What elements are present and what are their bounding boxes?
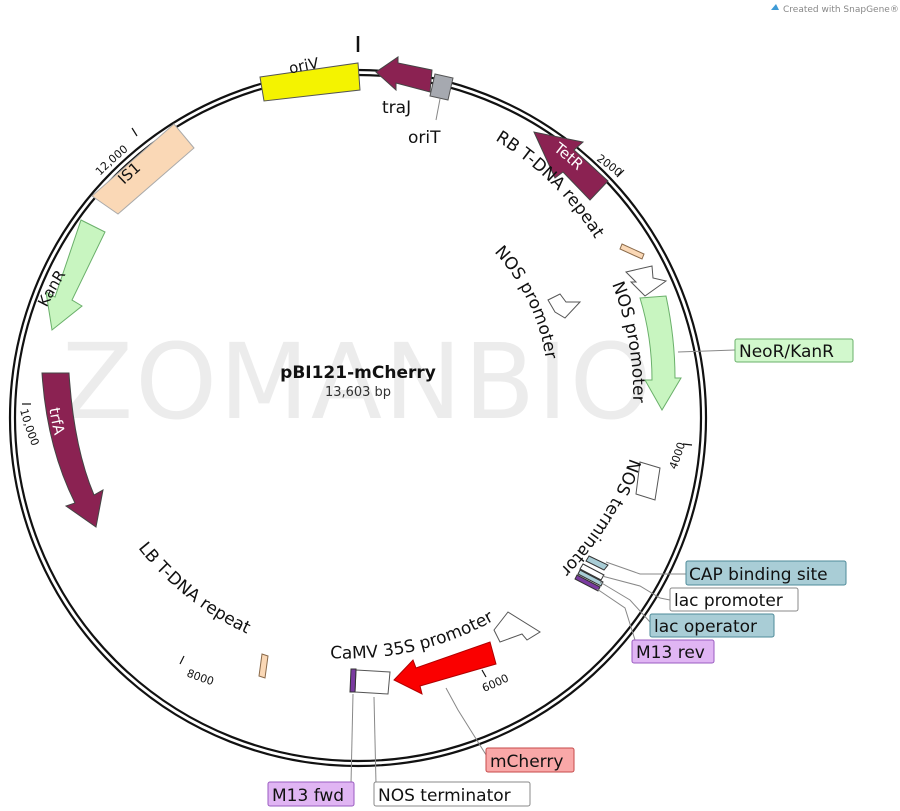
label-lb-repeat: LB T-DNA repeat bbox=[134, 538, 254, 638]
plasmid-size: 13,603 bp bbox=[325, 385, 391, 400]
feature-m13-fwd[interactable] bbox=[349, 668, 357, 693]
svg-text:8000: 8000 bbox=[185, 667, 216, 688]
callout-lac-operator[interactable]: lac operator bbox=[649, 613, 775, 638]
svg-text:trfA: trfA bbox=[45, 406, 68, 437]
feature-nos-terminator-bottom[interactable] bbox=[354, 669, 391, 695]
callout-m13-rev[interactable]: M13 rev bbox=[631, 639, 715, 664]
callout-mcherry[interactable]: mCherry bbox=[485, 747, 575, 773]
callout-lacp-label: lac promoter bbox=[674, 591, 783, 611]
svg-text:10,000: 10,000 bbox=[17, 407, 41, 447]
watermark: ZOMANBIO bbox=[62, 321, 654, 443]
svg-text:4000: 4000 bbox=[667, 441, 688, 472]
label-traj: traJ bbox=[382, 98, 411, 118]
feature-neor[interactable] bbox=[639, 295, 682, 411]
callout-lines bbox=[350, 349, 736, 785]
lac-region[interactable] bbox=[574, 555, 609, 592]
callout-laco-label: lac operator bbox=[654, 617, 757, 637]
callout-m13rev-label: M13 rev bbox=[636, 643, 705, 663]
label-orit: oriT bbox=[408, 128, 441, 148]
svg-text:oriV: oriV bbox=[287, 54, 321, 78]
callout-m13fwd-label: M13 fwd bbox=[272, 786, 344, 806]
feature-is1[interactable]: IS1 bbox=[91, 123, 195, 215]
feature-traj[interactable] bbox=[375, 56, 433, 93]
tick-label-4000: 4000 bbox=[667, 441, 688, 472]
feature-trfa[interactable]: trfA bbox=[41, 372, 104, 528]
feature-label-oriv: oriV bbox=[287, 54, 321, 78]
feature-nos-terminator-right[interactable] bbox=[635, 461, 661, 501]
callout-mcherry-label: mCherry bbox=[490, 752, 563, 772]
plasmid-name: pBI121-mCherry bbox=[280, 363, 436, 383]
snapgene-credit: Created with SnapGene® bbox=[771, 4, 899, 15]
feature-kanr[interactable]: KanR bbox=[34, 219, 106, 331]
callout-lac-promoter[interactable]: lac promoter bbox=[669, 587, 799, 612]
feature-mcherry[interactable] bbox=[393, 641, 497, 695]
tick-marks bbox=[22, 127, 693, 678]
feature-nos-promoter-outer[interactable] bbox=[625, 265, 668, 297]
feature-label-trfa: trfA bbox=[45, 406, 68, 437]
feature-nos-promoter-inner[interactable] bbox=[547, 293, 582, 319]
callout-cap-label: CAP binding site bbox=[689, 565, 828, 585]
feature-oriv[interactable]: oriV bbox=[259, 54, 361, 102]
callout-nos-terminator[interactable]: NOS terminator bbox=[373, 781, 531, 807]
callout-neor-label: NeoR/KanR bbox=[739, 342, 834, 362]
callout-neor[interactable]: NeoR/KanR bbox=[734, 338, 854, 363]
svg-text:LB T-DNA repeat: LB T-DNA repeat bbox=[134, 538, 254, 638]
feature-camv-promoter[interactable] bbox=[493, 611, 541, 643]
feature-orit[interactable] bbox=[429, 73, 454, 121]
feature-tetr[interactable]: TetR bbox=[533, 131, 609, 201]
callout-nosterm-label: NOS terminator bbox=[378, 786, 511, 806]
feature-lb-repeat[interactable] bbox=[258, 653, 269, 679]
tick-label-8000: 8000 bbox=[185, 667, 216, 688]
feature-rb-repeat[interactable] bbox=[619, 243, 645, 260]
tick-label-10000: 10,000 bbox=[17, 407, 41, 447]
callout-m13-fwd[interactable]: M13 fwd bbox=[267, 781, 355, 807]
callout-cap-binding-site[interactable]: CAP binding site bbox=[685, 560, 847, 586]
credit-text: Created with SnapGene® bbox=[783, 5, 899, 15]
